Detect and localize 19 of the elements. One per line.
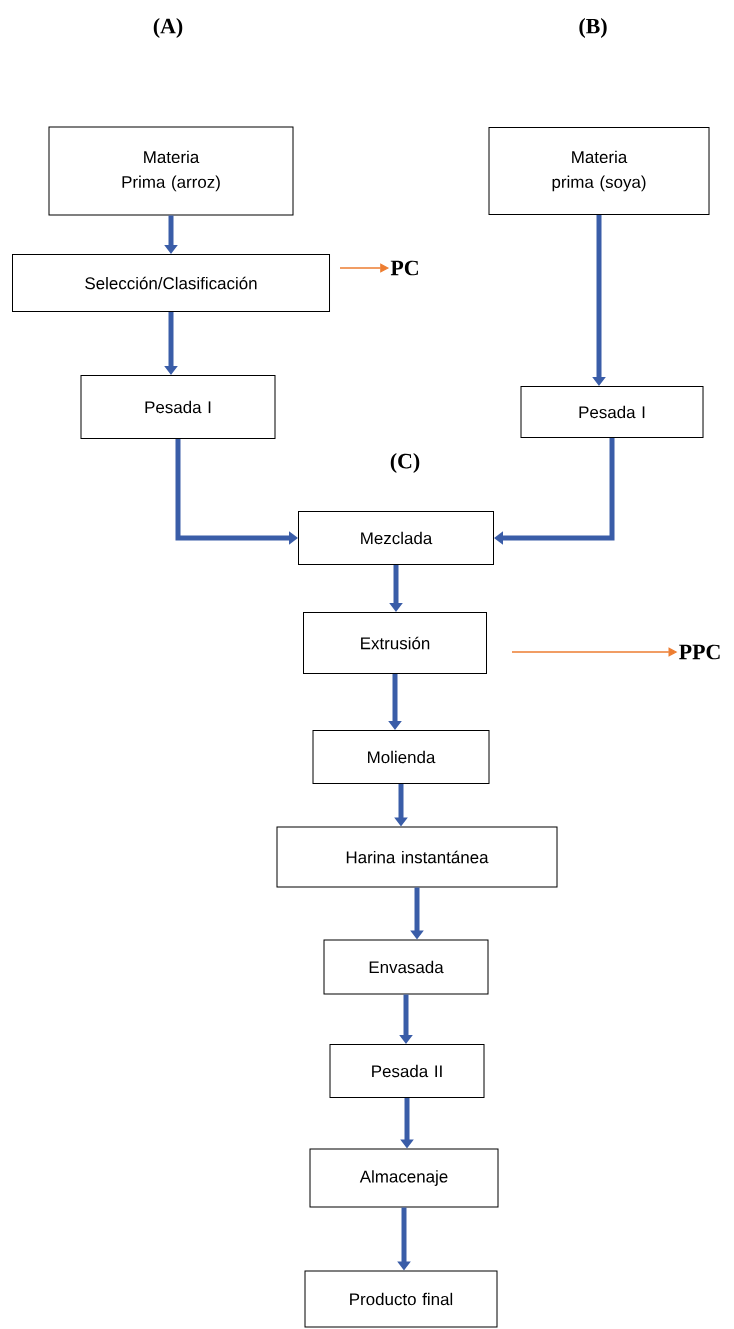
process-box: Extrusión [303, 612, 487, 674]
process-box: Selección/Clasificación [12, 254, 330, 312]
process-box: Molienda [312, 730, 490, 784]
process-box: Pesada I [520, 386, 704, 438]
process-box: Pesada I [80, 375, 276, 439]
point-label: PC [390, 260, 418, 276]
process-box: Materia Prima (arroz) [48, 126, 294, 216]
process-box: Envasada [323, 939, 489, 995]
process-box: Producto final [304, 1270, 498, 1328]
point-label: PPC [679, 644, 720, 660]
panel-label: (B) [579, 18, 607, 38]
process-box: Harina instantánea [276, 826, 558, 888]
process-box: Almacenaje [309, 1148, 499, 1208]
process-box: Mezclada [298, 511, 494, 565]
arrow [494, 438, 615, 545]
process-box: Pesada II [329, 1044, 485, 1098]
process-box: Materia prima (soya) [488, 127, 710, 215]
panel-label: (C) [390, 453, 420, 473]
panel-label: (A) [153, 18, 183, 38]
